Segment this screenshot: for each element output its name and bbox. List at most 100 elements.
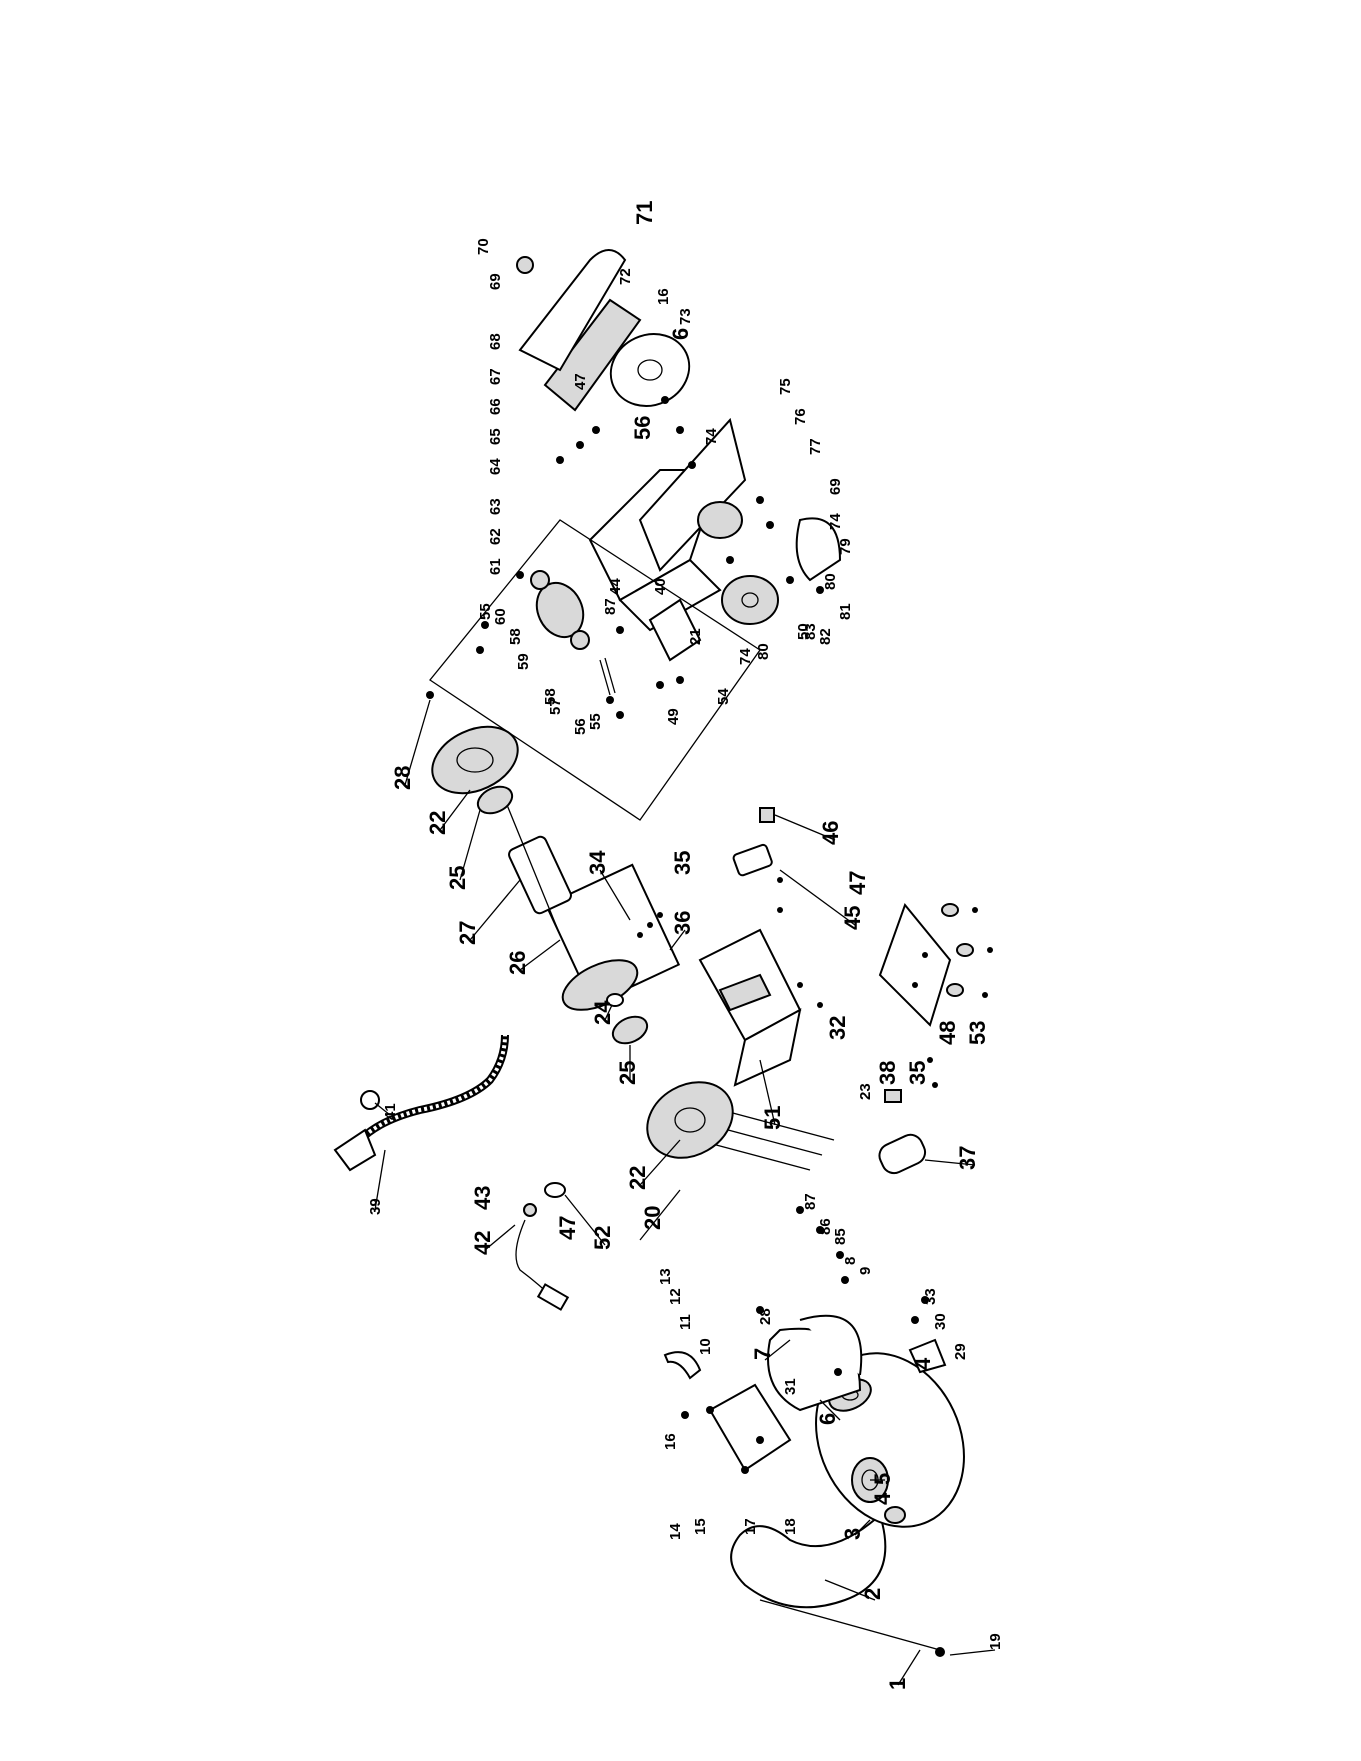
label-53: 53 [965, 1021, 990, 1045]
label-69b: 69 [827, 478, 844, 495]
label-41: 41 [382, 1103, 399, 1120]
shaft-57 [600, 658, 615, 695]
label-62: 62 [487, 528, 504, 545]
label-56b: 56 [572, 718, 589, 735]
label-7: 7 [750, 1348, 775, 1360]
label-87a: 87 [802, 1193, 819, 1210]
label-72: 72 [617, 268, 634, 285]
label-36: 36 [670, 911, 695, 935]
label-35b: 35 [905, 1061, 930, 1085]
end-cover-22-upper [422, 714, 529, 806]
label-58b: 58 [542, 688, 559, 705]
label-47a: 47 [845, 871, 870, 895]
label-40: 40 [652, 578, 669, 595]
label-81: 81 [837, 603, 854, 620]
label-80a: 80 [822, 573, 839, 590]
label-18: 18 [782, 1518, 799, 1535]
label-43: 43 [470, 1186, 495, 1210]
label-76: 76 [792, 408, 809, 425]
label-12: 12 [667, 1288, 684, 1305]
label-85: 85 [832, 1228, 849, 1245]
label-86: 86 [817, 1218, 834, 1235]
drive-pulley-76 [698, 502, 742, 538]
label-16a: 16 [662, 1433, 679, 1450]
label-13: 13 [657, 1268, 674, 1285]
label-6b: 6 [668, 328, 693, 340]
label-49: 49 [665, 708, 682, 725]
label-26: 26 [505, 951, 530, 975]
label-54: 54 [715, 688, 732, 705]
label-33: 33 [922, 1288, 939, 1305]
label-46: 46 [818, 821, 843, 845]
label-24: 24 [590, 1000, 615, 1025]
label-19: 19 [987, 1633, 1004, 1650]
label-23: 23 [857, 1083, 874, 1100]
label-5: 5 [870, 1473, 895, 1485]
motor-base-51 [700, 930, 800, 1085]
label-83: 83 [802, 623, 819, 640]
label-35a: 35 [670, 851, 695, 875]
label-82: 82 [817, 628, 834, 645]
label-17: 17 [742, 1518, 759, 1535]
base-plate [880, 905, 950, 1025]
label-21: 21 [687, 628, 704, 645]
wheel-guard-2 [731, 1515, 940, 1650]
label-80b: 80 [755, 643, 772, 660]
label-68: 68 [487, 333, 504, 350]
label-63: 63 [487, 498, 504, 515]
strain-relief-43 [524, 1204, 536, 1216]
label-56a: 56 [630, 416, 655, 440]
label-16b: 16 [655, 288, 672, 305]
clamp-38 [885, 1090, 901, 1102]
eye-shield-31 [710, 1385, 790, 1470]
label-6a: 6 [815, 1413, 840, 1425]
label-9: 9 [857, 1267, 874, 1275]
label-51: 51 [760, 1106, 785, 1130]
leader-lines [375, 700, 995, 1685]
label-14: 14 [667, 1523, 684, 1540]
label-1: 1 [885, 1678, 910, 1690]
label-22a: 22 [425, 811, 450, 835]
label-47c: 47 [555, 1216, 580, 1240]
label-70: 70 [475, 238, 492, 255]
lamp-41 [361, 1091, 379, 1109]
label-11: 11 [677, 1314, 694, 1330]
bearing-25-lower [609, 1012, 652, 1049]
label-25b: 25 [615, 1061, 640, 1085]
label-20: 20 [640, 1206, 665, 1230]
label-38: 38 [875, 1061, 900, 1085]
label-55b: 55 [587, 713, 604, 730]
label-25a: 25 [445, 866, 470, 890]
switch-46 [760, 808, 774, 822]
label-66: 66 [487, 398, 504, 415]
label-58a: 58 [507, 628, 524, 645]
nut-3 [885, 1507, 905, 1523]
rubber-feet-48 [942, 904, 993, 998]
label-30: 30 [932, 1313, 949, 1330]
label-52: 52 [590, 1226, 615, 1250]
label-8: 8 [842, 1257, 859, 1265]
label-15: 15 [692, 1518, 709, 1535]
label-77: 77 [807, 438, 824, 455]
disc-plate-83 [722, 576, 778, 624]
label-69a: 69 [487, 273, 504, 290]
label-79: 79 [837, 538, 854, 555]
label-64: 64 [487, 458, 504, 475]
label-44: 44 [607, 578, 624, 595]
label-34: 34 [585, 850, 610, 875]
label-74c: 74 [737, 648, 754, 665]
label-48: 48 [935, 1021, 960, 1045]
label-75: 75 [777, 378, 794, 395]
knob-70 [517, 257, 533, 273]
label-60: 60 [492, 608, 509, 625]
label-31: 31 [782, 1378, 799, 1395]
label-59: 59 [515, 653, 532, 670]
bracket-10 [665, 1352, 700, 1378]
label-2: 2 [860, 1588, 885, 1600]
end-cover-22-lower [634, 1067, 747, 1173]
label-47b: 47 [572, 373, 589, 390]
capacitor-37 [876, 1131, 929, 1177]
switch-plate-45 [732, 844, 772, 877]
label-45: 45 [840, 906, 865, 930]
